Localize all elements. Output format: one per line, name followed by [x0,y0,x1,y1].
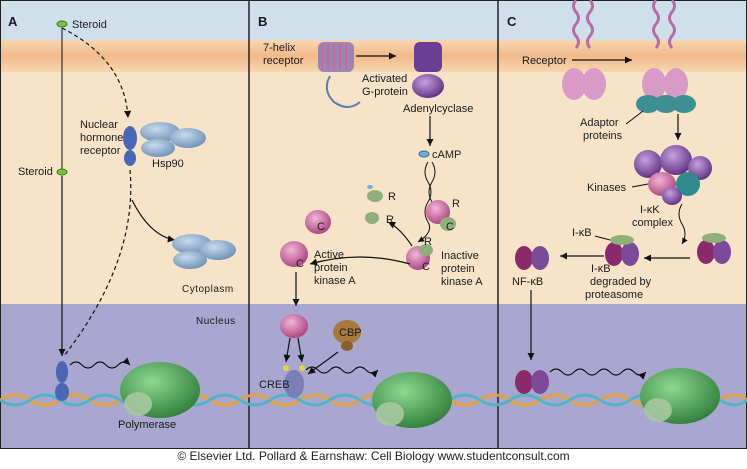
ikb-degraded-label-line2: degraded by [590,276,652,288]
kinases-label: Kinases [587,182,627,194]
panel-c-label: C [507,14,517,29]
catalytic-subunit-shape [305,210,331,234]
r-release-arrow [387,221,413,247]
activation-wavy-arrow [305,366,379,378]
nuclear-receptor-label-line3: receptor [80,145,121,157]
seven-helix-label-line2: receptor [263,55,304,67]
subunit-c-label: C [422,261,430,273]
creb-shape [283,365,305,398]
ikb-phosphorylated-shape [605,235,639,266]
ikb-degraded-label-line1: I-κB [591,263,611,275]
nfkb-shape [515,246,549,270]
regulatory-subunit-shape [365,185,383,224]
panel-b-label: B [258,14,267,29]
ikk-label-line2: complex [632,217,673,229]
receptor-on-dna-shape [55,361,69,401]
inactive-pka-upper-shape [426,200,456,231]
ikb-nfkb-complex-shape [697,233,731,264]
receptor-unbound-shape [562,0,606,100]
cbp-shape [333,320,361,351]
subunit-r-label: R [424,236,432,248]
activated-gprotein-label-line2: G-protein [362,86,408,98]
camp-label: cAMP [432,149,461,161]
camp-wavy-arrow [417,161,432,243]
active-pka-label-line2: protein [314,262,348,274]
steroid-dashed-arrow [61,27,132,119]
subunit-r-label: R [388,191,396,203]
cbp-to-creb-arrow [307,351,339,375]
inactive-pka-label-line3: kinase A [441,276,483,288]
ikb-pointer [594,235,611,241]
adaptor-pointer [625,110,644,125]
extracellular-band [0,0,747,40]
camp-molecule-icon [418,150,430,158]
adaptor-proteins-shape [636,95,696,113]
nuclear-receptor-label-line2: hormone [80,132,123,144]
seven-helix-label-line1: 7-helix [263,42,296,54]
nuclear-receptor-label-line1: Nuclear [80,119,118,131]
receptor-dashed-arrow [63,169,132,357]
cytoplasm-region [0,72,747,304]
steroid-mid-label: Steroid [18,166,53,178]
active-pka-label-line1: Active [314,249,344,261]
ikk-complex-shape [634,145,712,205]
inactive-pka-label-line1: Inactive [441,250,479,262]
polymerase-shape [372,372,452,428]
copyright-credit: © Elsevier Ltd. Pollard & Earnshaw: Cell… [177,449,570,463]
receptor-label: Receptor [522,55,567,67]
nfkb-on-dna-shape [515,370,549,394]
subunit-r-label: R [452,198,460,210]
adenylcyclase-label: Adenylcyclase [403,103,473,115]
polymerase-label: Polymerase [118,419,176,431]
steroid-molecule-icon [56,168,68,176]
kinases-pointer [631,183,649,188]
subunit-r-label: R [386,214,394,226]
c-release-arrow [309,256,411,266]
hsp90-release-arrow [131,199,176,243]
nucleus-label: Nucleus [196,316,236,327]
polymerase-shape [120,362,200,418]
inactive-pka-lower-shape [406,244,433,270]
cbp-label: CBP [339,327,362,339]
activated-gprotein-label-line1: Activated [362,73,407,85]
adenylcyclase-shape [412,42,444,98]
steroid-top-label: Steroid [72,19,107,31]
hsp90-free-shape [172,234,236,269]
active-pka-label-line3: kinase A [314,275,356,287]
hsp90-label: Hsp90 [152,158,184,170]
ikb-label: I-κB [572,227,592,239]
activation-wavy-arrow [69,357,131,369]
nucleus-region [0,304,747,449]
creb-label: CREB [259,379,290,391]
inactive-pka-label-line2: protein [441,263,475,275]
nuclear-receptor-shape [123,126,137,166]
ikb-degraded-label-line3: proteasome [585,289,643,301]
nuclear-pka-shape [280,314,308,338]
ikk-label-line1: I-κK [640,204,660,216]
hsp90-shape [140,122,206,157]
subunit-c-label: C [317,221,325,233]
ikk-wavy-arrow [678,203,688,245]
subunit-c-label: C [296,258,304,270]
creb-phospho-arrow [297,337,305,363]
subunit-c-label: C [446,221,454,233]
signaling-diagram: A Steroid Steroid Nuclear hormone recept… [0,0,747,449]
polymerase-shape [640,368,720,424]
steroid-molecule-icon [56,20,68,28]
adaptor-label-line1: Adaptor [580,117,619,129]
adaptor-label-line2: proteins [583,130,623,142]
seven-helix-receptor-shape [318,42,361,108]
receptor-bound-shape [642,0,688,100]
nfkb-label: NF-κB [512,276,543,288]
panel-a-label: A [8,14,18,29]
active-pka-shape [280,241,308,267]
activation-wavy-arrow [549,368,647,380]
cytoplasm-label: Cytoplasm [182,284,234,295]
creb-phospho-arrow [283,337,291,363]
